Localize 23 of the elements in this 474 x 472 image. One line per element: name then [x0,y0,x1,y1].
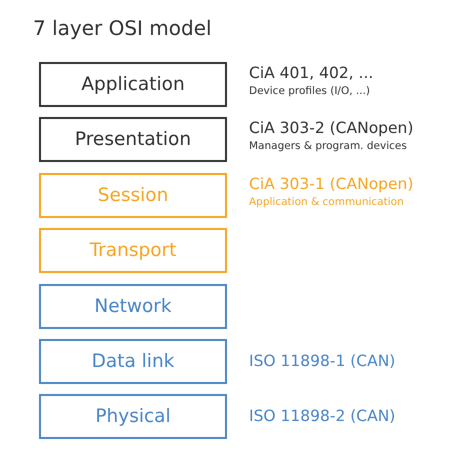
layer-name: Data link [92,351,174,372]
layer-name: Transport [90,240,176,261]
layer-box [39,339,227,384]
layer-box [39,394,227,439]
diagram-title: 7 layer OSI model [33,16,212,40]
protocol-description: Application & communication [249,196,404,208]
protocol-name: CiA 303-2 (CANopen) [249,119,414,137]
protocol-description: Managers & program. devices [249,140,407,152]
protocol-name: CiA 401, 402, ... [249,64,374,82]
layer-name: Physical [95,406,171,427]
layer-box [39,173,227,218]
layer-box [39,117,227,162]
layer-box [39,284,227,329]
protocol-name: ISO 11898-2 (CAN) [249,407,396,425]
layer-name: Session [98,185,168,206]
protocol-name: ISO 11898-1 (CAN) [249,352,396,370]
layer-box [39,228,227,273]
protocol-name: CiA 303-1 (CANopen) [249,175,414,193]
layer-name: Presentation [74,129,192,150]
layer-name: Network [94,296,172,317]
layer-name: Application [81,74,185,95]
layer-box [39,62,227,107]
protocol-description: Device profiles (I/O, ...) [249,85,370,97]
